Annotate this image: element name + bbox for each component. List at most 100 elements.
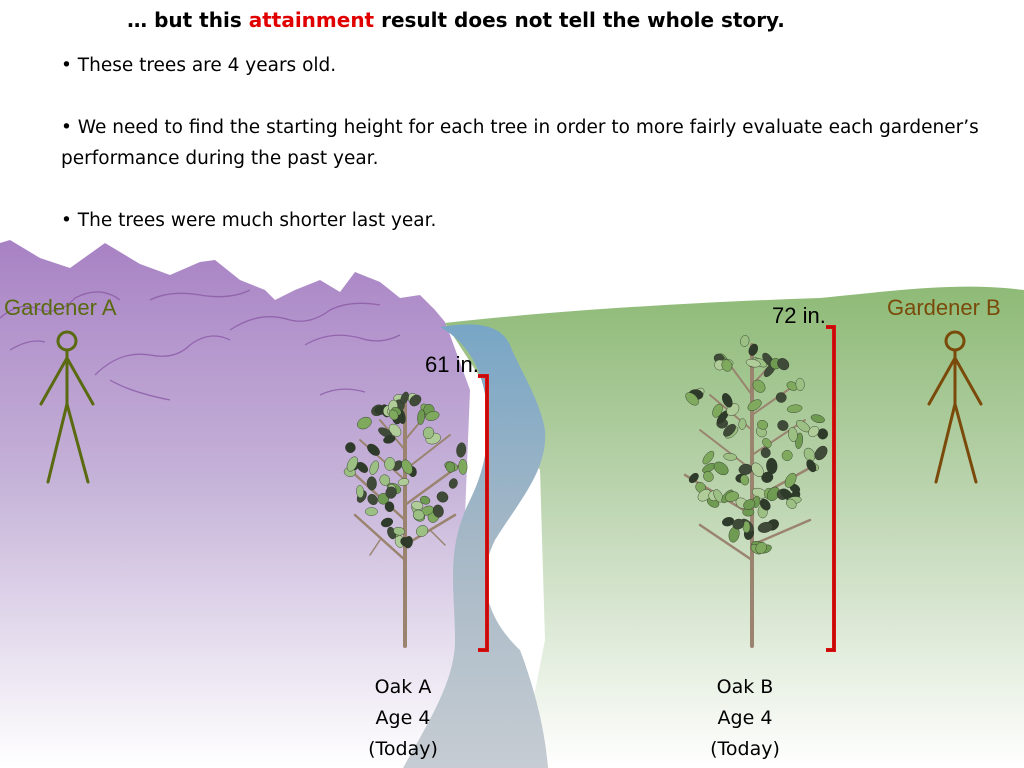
oak-b-name: Oak B: [716, 676, 774, 698]
bullet-list: • These trees are 4 years old. • We need…: [61, 50, 991, 236]
oak-leaf: [743, 499, 756, 510]
oak-leaf: [806, 459, 817, 473]
oak-b-age: Age 4: [717, 707, 773, 729]
oak-leaf: [786, 498, 797, 509]
oak-leaf: [388, 409, 399, 421]
oak-leaf: [759, 498, 771, 511]
oak-leaf: [748, 343, 759, 356]
oak-leaf: [766, 457, 778, 475]
oak-leaf: [411, 501, 424, 510]
oak-leaf: [752, 379, 766, 393]
oak-leaf: [384, 501, 395, 512]
oak-leaf: [697, 489, 712, 502]
oak-leaf: [721, 517, 735, 527]
oak-leaf: [401, 459, 413, 475]
oak-leaf: [416, 525, 429, 537]
gardener-a-figure: [39, 330, 95, 484]
oak-leaf: [436, 491, 449, 503]
oak-leaf: [367, 443, 380, 456]
oak-leaf: [747, 399, 762, 412]
bullet-item: • The trees were much shorter last year.: [61, 210, 437, 231]
oak-leaf: [384, 457, 396, 471]
oak-b-when: (Today): [710, 738, 780, 760]
oak-b-tree: [683, 335, 829, 648]
oak-leaf: [702, 450, 715, 465]
oak-leaf: [784, 472, 797, 488]
oak-leaf: [356, 461, 369, 473]
oak-leaf: [757, 420, 769, 430]
oak-leaf: [810, 414, 825, 424]
oak-leaf: [688, 472, 699, 484]
oak-leaf: [445, 461, 456, 473]
oak-leaf: [369, 460, 379, 475]
oak-leaf: [703, 471, 714, 482]
oak-a-age: Age 4: [375, 707, 431, 729]
oak-leaf: [417, 409, 425, 425]
oak-leaf: [367, 493, 378, 506]
oak-leaf: [397, 478, 410, 486]
oak-leaf: [751, 462, 764, 478]
oak-leaf: [781, 450, 793, 461]
oak-leaf: [755, 542, 767, 554]
oak-leaf: [357, 416, 372, 430]
slide-title: … but this attainment result does not te…: [0, 8, 912, 32]
oak-leaf: [732, 518, 745, 530]
oak-leaf: [432, 504, 444, 518]
oak-a-caption: Oak A Age 4 (Today): [343, 672, 463, 765]
title-highlight: attainment: [248, 8, 375, 32]
oak-leaf: [409, 394, 422, 407]
oak-leaf: [412, 509, 425, 521]
oak-leaf: [738, 418, 747, 430]
bullet-item: • These trees are 4 years old.: [61, 55, 337, 76]
mountain-land: [0, 240, 470, 768]
oak-leaf: [380, 517, 394, 528]
oak-leaf: [400, 391, 409, 405]
oak-leaf: [757, 521, 773, 533]
oak-leaf: [817, 428, 829, 440]
gardener-b-figure: [927, 330, 983, 484]
oak-leaf: [723, 452, 737, 461]
oak-leaf: [722, 393, 733, 408]
oak-leaf: [745, 358, 761, 368]
oak-leaf: [760, 447, 771, 458]
oak-leaf: [685, 392, 699, 406]
oak-leaf: [723, 423, 736, 437]
oak-leaf: [795, 377, 805, 391]
oak-a-height-label: 61 in.: [425, 352, 479, 377]
oak-leaf: [777, 358, 790, 371]
oak-leaf: [448, 478, 458, 489]
oak-leaf: [364, 507, 378, 516]
gardener-a-label: Gardener A: [4, 295, 117, 320]
oak-leaf: [366, 476, 377, 491]
oak-leaf: [788, 427, 798, 442]
oak-a-height-bracket-outline: [478, 375, 488, 651]
oak-leaf: [385, 486, 397, 499]
oak-leaf: [356, 485, 365, 498]
oak-leaf: [379, 474, 391, 486]
oak-leaf: [712, 403, 723, 418]
oak-leaf: [420, 495, 431, 505]
oak-leaf: [345, 442, 356, 453]
oak-leaf: [777, 420, 789, 431]
oak-leaf: [786, 404, 803, 413]
gardener-b-label: Gardener B: [887, 295, 1001, 320]
title-prefix: … but this: [127, 8, 249, 32]
bullet-item: • We need to find the starting height fo…: [61, 117, 979, 169]
oak-leaf: [808, 425, 820, 438]
oak-leaf: [740, 474, 750, 486]
oak-leaf: [458, 458, 468, 475]
oak-leaf: [383, 435, 396, 444]
mountain-ridges: [0, 289, 401, 401]
oak-leaf: [456, 442, 467, 458]
oak-leaf: [346, 456, 359, 472]
oak-leaf: [721, 359, 733, 372]
oak-leaf: [761, 471, 774, 483]
oak-a-tree: [343, 391, 468, 648]
oak-leaf: [762, 438, 772, 448]
oak-leaf: [403, 536, 413, 549]
oak-leaf: [393, 526, 405, 536]
oak-leaf: [814, 445, 828, 461]
oak-leaf: [725, 491, 739, 502]
oak-leaf: [425, 411, 440, 421]
